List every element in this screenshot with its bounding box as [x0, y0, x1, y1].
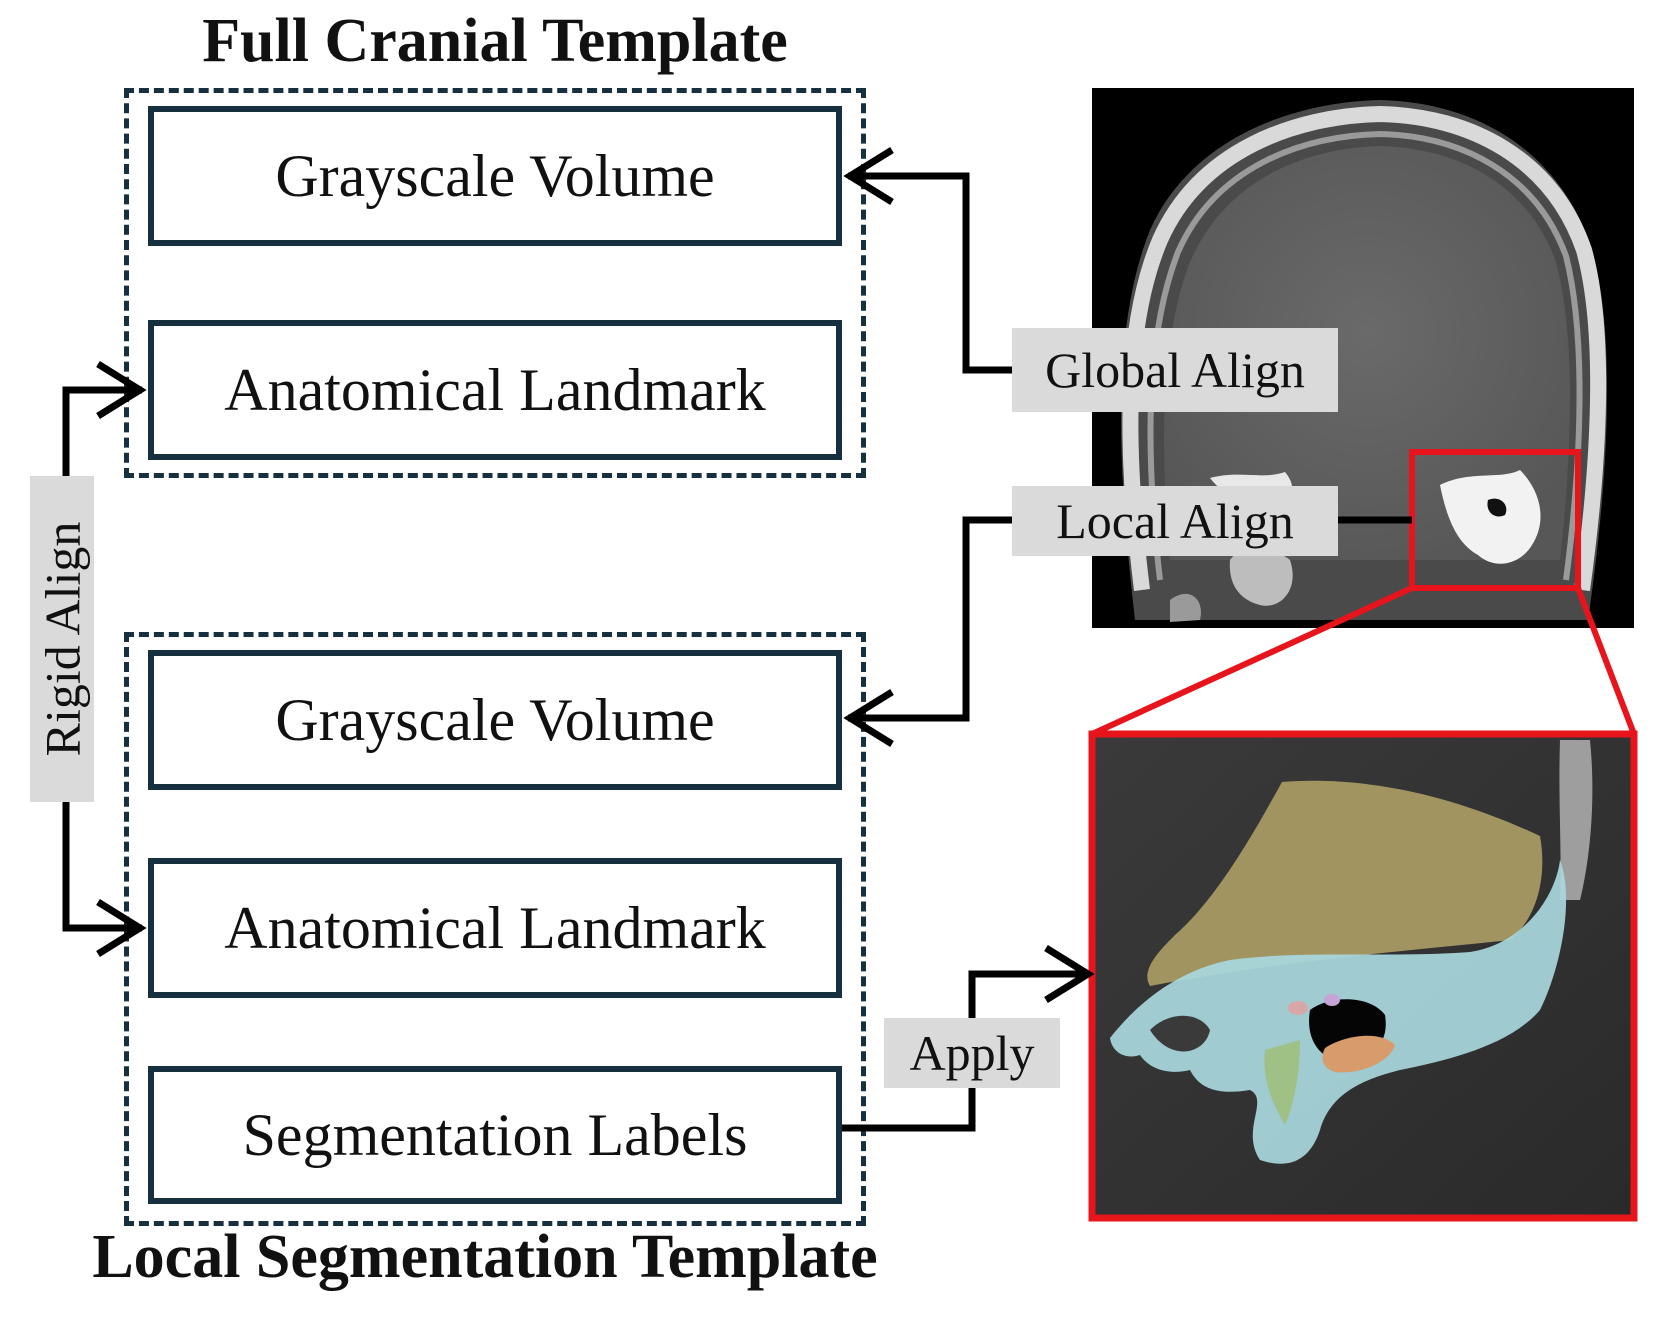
apply-tag: Apply: [884, 1018, 1060, 1088]
top-anatomical-landmark-box: Anatomical Landmark: [148, 320, 842, 460]
bottom-grayscale-volume-box: Grayscale Volume: [148, 650, 842, 790]
rigid-align-tag: Rigid Align: [30, 476, 94, 802]
zoomed-segmentation-image: [1092, 734, 1634, 1218]
global-align-arrow: [843, 147, 1012, 374]
local-segmentation-template-title: Local Segmentation Template: [92, 1223, 878, 1291]
global-align-tag: Global Align: [1012, 328, 1338, 412]
rigid-align-label: Rigid Align: [34, 521, 91, 757]
full-cranial-template-group: [124, 88, 866, 478]
local-align-arrow: [843, 516, 1012, 747]
zoom-connector-left: [1090, 585, 1414, 737]
rigid-align-arrows: [62, 361, 147, 957]
local-align-tag: Local Align: [1012, 486, 1338, 556]
segmentation-labels-box: Segmentation Labels: [148, 1066, 842, 1204]
full-cranial-template-title: Full Cranial Template: [202, 7, 788, 75]
bottom-anatomical-landmark-box: Anatomical Landmark: [148, 858, 842, 998]
zoom-connector-right: [1575, 586, 1637, 736]
zoom-panel-border: [1088, 730, 1638, 1222]
top-grayscale-volume-box: Grayscale Volume: [148, 106, 842, 246]
